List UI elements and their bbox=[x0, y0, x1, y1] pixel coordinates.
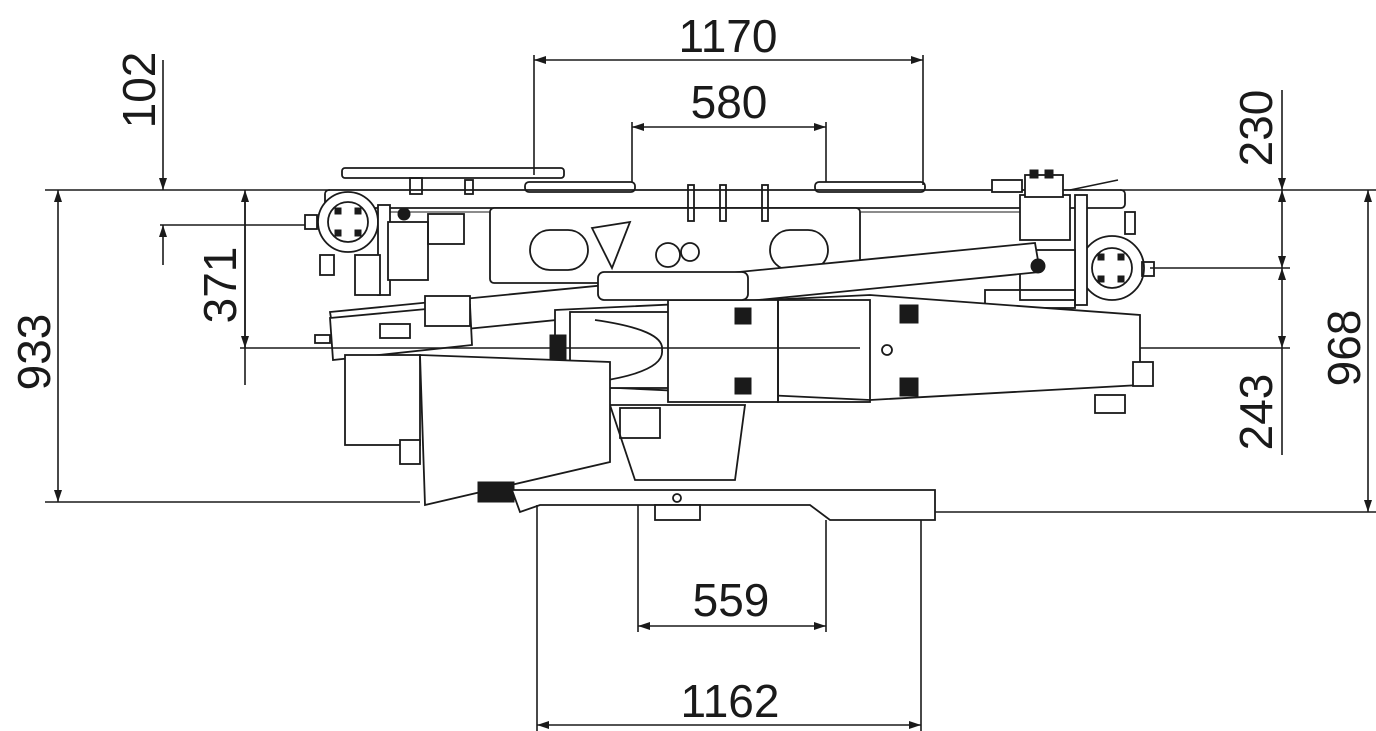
dim-label-968: 968 bbox=[1318, 310, 1370, 387]
dim-label-243: 243 bbox=[1230, 374, 1282, 451]
dimension-labels: 1170 580 102 371 933 230 243 968 559 116… bbox=[8, 10, 1370, 727]
dimension-lines bbox=[54, 56, 1372, 729]
dim-label-559: 559 bbox=[693, 574, 770, 626]
extension-lines bbox=[45, 55, 1376, 731]
dim-label-230: 230 bbox=[1230, 90, 1282, 167]
dim-label-1170: 1170 bbox=[679, 10, 778, 62]
left-bracket bbox=[319, 207, 465, 296]
dim-label-102: 102 bbox=[113, 52, 165, 129]
dim-label-1162: 1162 bbox=[681, 675, 780, 727]
dim-label-371: 371 bbox=[194, 247, 246, 324]
machine-outline bbox=[304, 167, 1155, 521]
dim-label-580: 580 bbox=[691, 76, 768, 128]
dim-label-933: 933 bbox=[8, 314, 60, 391]
lower-housing bbox=[344, 354, 936, 521]
right-wheel bbox=[1074, 194, 1155, 306]
